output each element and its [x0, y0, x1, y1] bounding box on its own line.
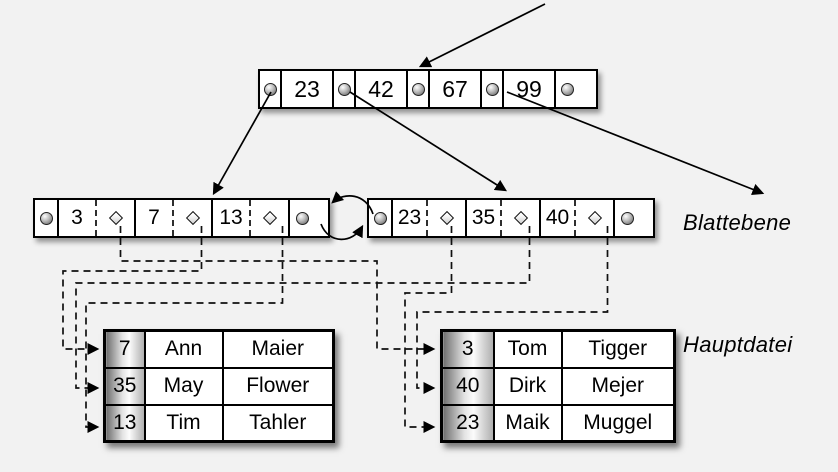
record-first-name: Dirk — [492, 366, 563, 406]
record-first-name: Maik — [492, 403, 563, 443]
leaf-key-cell: 23 — [393, 200, 428, 236]
record-key: 35 — [103, 366, 146, 406]
record-pointer-diamond-icon — [262, 210, 277, 226]
record-last-name: Maier — [221, 329, 335, 369]
record-pointer-diamond-icon — [587, 210, 602, 226]
main-file-table-right: 3 Tom Tigger 40 Dirk Mejer 23 Maik Mugge… — [440, 329, 676, 443]
leaf-node-right: 23 35 40 — [367, 198, 655, 238]
leaf-key-cell: 40 — [541, 200, 576, 236]
root-key-cell: 42 — [356, 71, 408, 107]
record-pointer-diamond-icon — [513, 210, 528, 226]
root-pointer-cell — [482, 71, 504, 107]
leaf-key: 40 — [545, 206, 570, 229]
record-key: 40 — [440, 366, 495, 406]
record-last-name: Muggel — [560, 403, 676, 443]
leaf-level-label: Blattebene — [683, 210, 792, 235]
record-first-name: Tim — [143, 403, 224, 443]
root-key-cell: 67 — [430, 71, 482, 107]
record-pointer-cell — [251, 200, 290, 236]
table-row: 35 May Flower — [103, 366, 335, 406]
root-key: 42 — [368, 75, 394, 102]
leaf-key-cell: 3 — [59, 200, 97, 236]
pointer-circle-icon — [39, 211, 53, 225]
pointer-circle-icon — [373, 211, 387, 225]
leaf-pointer-cell — [35, 200, 59, 236]
record-pointer-cell — [576, 200, 615, 236]
root-key-cell: 99 — [504, 71, 556, 107]
leaf-key-cell: 13 — [213, 200, 251, 236]
root-key: 99 — [516, 75, 542, 102]
table-row: 23 Maik Muggel — [440, 403, 676, 443]
pointer-circle-icon — [620, 211, 634, 225]
record-pointer-cell — [174, 200, 213, 236]
pointer-circle-icon — [295, 211, 309, 225]
leaf-pointer-cell — [615, 200, 639, 236]
root-node: 23 42 67 99 — [258, 69, 598, 109]
pointer-circle-icon — [263, 82, 277, 96]
leaf-key: 13 — [219, 206, 243, 229]
leaf-pointer-cell — [369, 200, 393, 236]
table-row: 3 Tom Tigger — [440, 329, 676, 369]
root-pointer-cell — [408, 71, 430, 107]
leaf-key: 3 — [71, 206, 83, 229]
record-last-name: Mejer — [560, 366, 676, 406]
leaf-pointer-cell — [290, 200, 314, 236]
record-key: 13 — [103, 403, 146, 443]
record-pointer-cell — [428, 200, 467, 236]
record-key: 3 — [440, 329, 495, 369]
main-file-label: Hauptdatei — [683, 332, 793, 357]
leaf-node-left: 3 7 13 — [33, 198, 330, 238]
record-pointer-diamond-icon — [108, 210, 123, 226]
table-row: 13 Tim Tahler — [103, 403, 335, 443]
record-first-name: May — [143, 366, 224, 406]
record-pointer-cell — [97, 200, 136, 236]
leaf-key: 23 — [397, 206, 422, 229]
pointer-circle-icon — [560, 82, 574, 96]
record-key: 7 — [103, 329, 146, 369]
record-pointer-diamond-icon — [439, 210, 454, 226]
record-pointer-diamond-icon — [185, 210, 200, 226]
root-pointer-cell — [556, 71, 578, 107]
record-last-name: Tigger — [560, 329, 676, 369]
root-key: 67 — [442, 75, 468, 102]
leaf-key-cell: 7 — [136, 200, 174, 236]
record-first-name: Ann — [143, 329, 224, 369]
leaf-key: 7 — [148, 206, 160, 229]
pointer-circle-icon — [411, 82, 425, 96]
pointer-circle-icon — [485, 82, 499, 96]
table-row: 40 Dirk Mejer — [440, 366, 676, 406]
record-first-name: Tom — [492, 329, 563, 369]
root-pointer-cell — [260, 71, 282, 107]
leaf-key-cell: 35 — [467, 200, 502, 236]
record-last-name: Tahler — [221, 403, 335, 443]
table-row: 7 Ann Maier — [103, 329, 335, 369]
leaf-key: 35 — [471, 206, 496, 229]
record-last-name: Flower — [221, 366, 335, 406]
pointer-circle-icon — [337, 82, 351, 96]
main-file-table-left: 7 Ann Maier 35 May Flower 13 Tim Tahler — [103, 329, 335, 443]
root-key-cell: 23 — [282, 71, 334, 107]
root-key: 23 — [294, 75, 320, 102]
root-pointer-cell — [334, 71, 356, 107]
arrow-into-root — [418, 3, 546, 68]
record-key: 23 — [440, 403, 495, 443]
record-pointer-cell — [502, 200, 541, 236]
